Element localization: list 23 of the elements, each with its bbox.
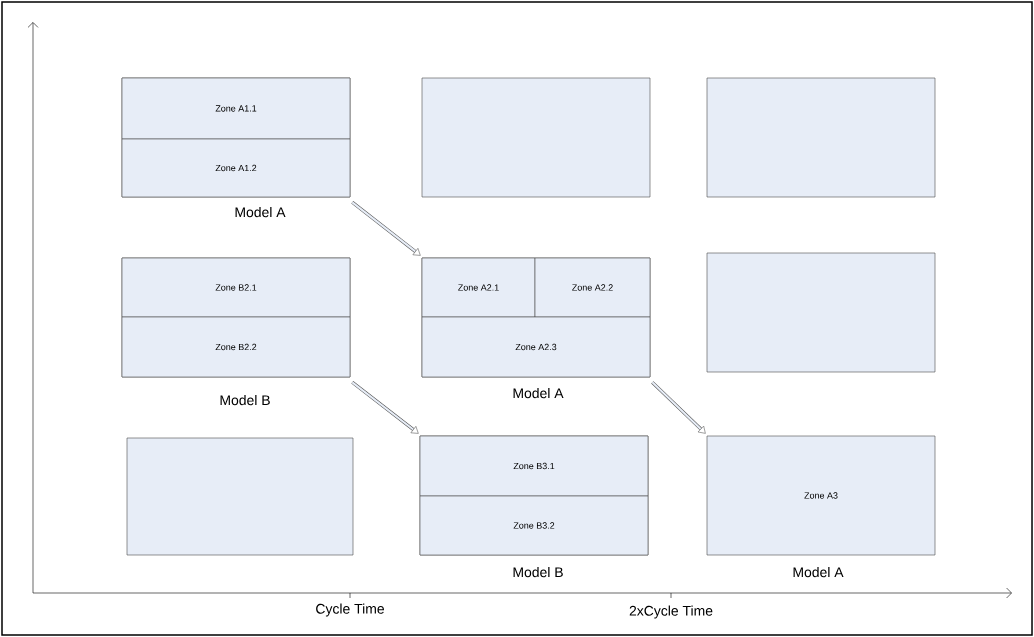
zone-box: Zone B3.1 bbox=[419, 435, 649, 497]
arrow bbox=[351, 201, 421, 256]
model-label: Model A bbox=[793, 566, 844, 578]
zone-box: Zone B2.1 bbox=[121, 257, 351, 318]
model-label: Model B bbox=[513, 566, 563, 578]
axis-label: Cycle Time bbox=[316, 603, 384, 617]
zone-box: Zone A1.2 bbox=[121, 138, 351, 198]
zone-box: Zone A1.1 bbox=[121, 77, 351, 140]
model-box bbox=[706, 252, 936, 373]
axis-label: 2xCycle Time bbox=[629, 605, 713, 619]
zone-box: Zone B3.2 bbox=[419, 495, 649, 556]
model-box bbox=[706, 77, 936, 198]
arrow bbox=[351, 381, 419, 434]
arrow bbox=[651, 381, 706, 434]
model-box bbox=[421, 77, 651, 198]
zone-box: Zone A2.2 bbox=[534, 257, 651, 318]
model-label: Model A bbox=[235, 206, 286, 218]
model-label: Model A bbox=[513, 387, 564, 399]
model-label: Model B bbox=[220, 394, 270, 406]
zone-box: Zone B2.2 bbox=[121, 316, 351, 378]
zone-box: Zone A2.1 bbox=[421, 257, 536, 318]
model-box bbox=[126, 437, 354, 556]
model-box: Zone A3 bbox=[706, 435, 936, 556]
